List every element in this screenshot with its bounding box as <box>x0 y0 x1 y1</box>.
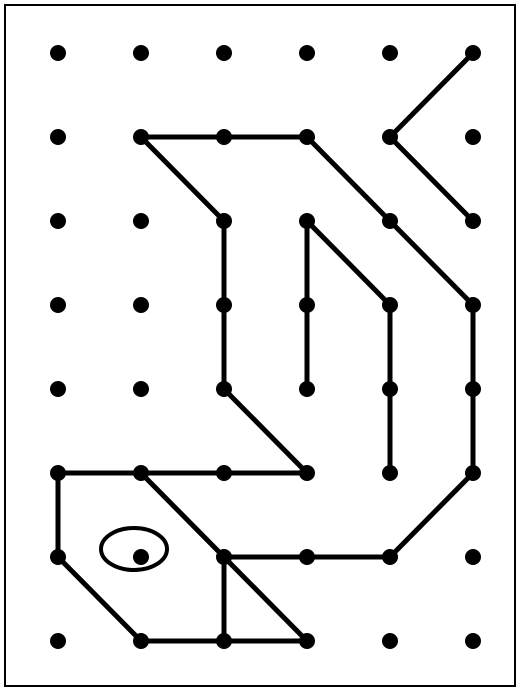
peg-dot <box>299 45 315 61</box>
peg-dot <box>382 129 398 145</box>
peg-dot <box>133 297 149 313</box>
peg-dot <box>465 633 481 649</box>
peg-dot <box>50 633 66 649</box>
peg-dot <box>133 213 149 229</box>
peg-dot <box>216 465 232 481</box>
peg-dot <box>133 129 149 145</box>
peg-dot <box>382 297 398 313</box>
peg-dot <box>465 129 481 145</box>
peg-dot <box>465 549 481 565</box>
peg-dot <box>216 549 232 565</box>
peg-dot <box>465 465 481 481</box>
peg-dot <box>133 633 149 649</box>
peg-dot <box>133 549 149 565</box>
peg-dot <box>382 549 398 565</box>
peg-dot <box>216 129 232 145</box>
peg-dot <box>133 465 149 481</box>
peg-dot <box>299 297 315 313</box>
peg-dot <box>299 129 315 145</box>
peg-dot <box>216 297 232 313</box>
peg-dot <box>382 381 398 397</box>
peg-dot <box>299 213 315 229</box>
peg-dot <box>299 633 315 649</box>
peg-dot <box>50 465 66 481</box>
peg-dot <box>382 213 398 229</box>
peg-dot <box>216 213 232 229</box>
peg-dot <box>216 381 232 397</box>
peg-dot <box>465 381 481 397</box>
peg-dot <box>299 549 315 565</box>
peg-dot <box>133 381 149 397</box>
peg-dot <box>465 213 481 229</box>
peg-dot <box>216 45 232 61</box>
peg-dot <box>50 381 66 397</box>
peg-dot <box>50 297 66 313</box>
peg-dot <box>50 129 66 145</box>
peg-dot <box>382 465 398 481</box>
peg-dot <box>216 633 232 649</box>
peg-dot <box>465 45 481 61</box>
peg-dot <box>299 465 315 481</box>
peg-dot <box>382 633 398 649</box>
peg-dot <box>133 45 149 61</box>
peg-dot <box>299 381 315 397</box>
peg-dot <box>50 213 66 229</box>
peg-dot <box>50 45 66 61</box>
peg-dot <box>50 549 66 565</box>
peg-dot <box>382 45 398 61</box>
peg-dot <box>465 297 481 313</box>
